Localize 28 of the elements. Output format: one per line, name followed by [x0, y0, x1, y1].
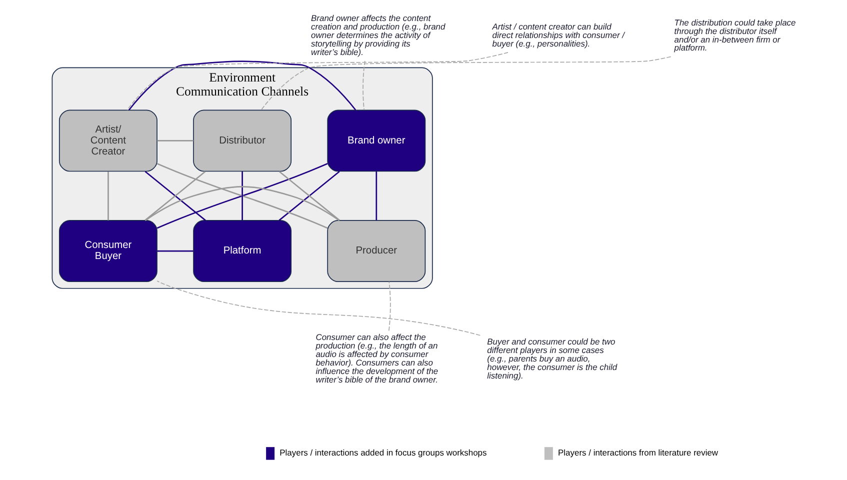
connector [144, 171, 206, 221]
legend-label: Players / interactions added in focus groups workshops [280, 448, 487, 458]
connector [260, 56, 672, 111]
connector [278, 171, 340, 221]
connector [108, 172, 109, 220]
connector [156, 280, 481, 336]
node-box: Consumer Buyer [58, 220, 158, 282]
connector [388, 281, 391, 332]
connector [144, 186, 340, 221]
node-box: Producer [327, 220, 426, 282]
node-text: Artist / content creator can build direct relationships with consumer / buyer (e.g., personalities). [492, 22, 625, 48]
connector [157, 250, 194, 252]
node-box: Brand owner [327, 110, 426, 172]
connector [156, 163, 328, 229]
node-text: The distribution could take place through the distributor itself and/or an in-between firm or platform. [674, 17, 796, 53]
node-text: Consumer can also affect the production (e.g., the length of an audio is affected by consumer behavior). Consumers can also influence the development of the writer’s bible of the brand owner. [316, 332, 438, 385]
connector [128, 60, 356, 110]
connector [242, 172, 243, 220]
node-box: Platform [193, 220, 292, 282]
node-text: Buyer and consumer could be two different players in some cases (e.g., parents buy an audio, however, the consumer is the child listening). [487, 336, 618, 380]
connector [126, 52, 508, 111]
legend-label: Players / interactions from literature review [558, 448, 718, 458]
node-box: Distributor [193, 110, 292, 172]
connector [362, 60, 366, 110]
connector [157, 140, 194, 142]
connector [376, 172, 378, 220]
node-text: Brand owner affects the content creation and production (e.g., brand owner determines the activity of storytelling by providing its writer’s bible). [311, 13, 446, 57]
node-box: Artist/ Content Creator [58, 110, 158, 172]
